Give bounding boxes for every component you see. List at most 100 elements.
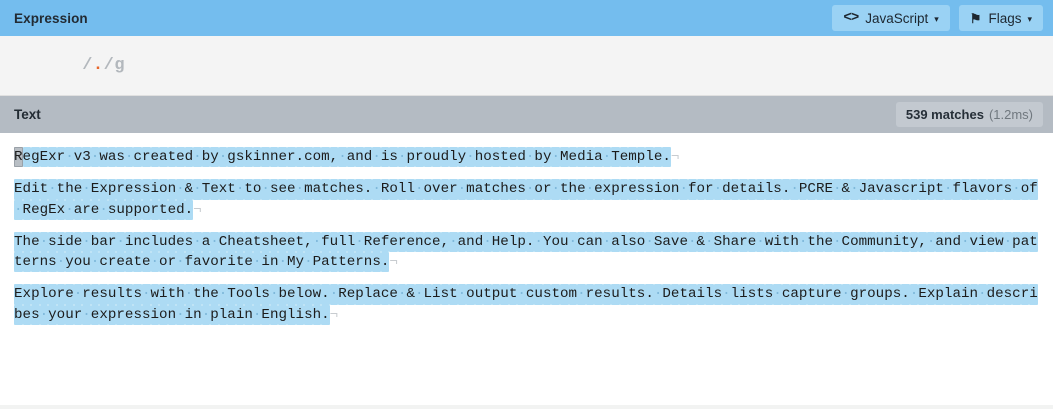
match-char[interactable]: s — [48, 231, 57, 253]
match-char[interactable]: · — [397, 147, 407, 168]
match-char[interactable]: · — [551, 179, 560, 200]
match-char[interactable]: t — [935, 179, 944, 200]
match-char[interactable]: n — [261, 147, 270, 168]
match-char[interactable]: p — [124, 199, 134, 220]
match-char[interactable]: o — [466, 284, 475, 305]
match-char[interactable]: x — [926, 284, 936, 305]
match-char[interactable]: R — [14, 147, 23, 168]
match-char[interactable]: r — [414, 147, 424, 168]
match-char[interactable]: a — [346, 147, 356, 168]
match-char[interactable]: d — [577, 147, 586, 168]
match-char[interactable]: c — [525, 284, 535, 305]
match-char[interactable]: · — [124, 147, 134, 168]
text-paragraph[interactable]: R​e​g​E​x​r​·​v​3​·​w​a​s​·​c​r​e​a​t​e​… — [14, 147, 1039, 168]
match-char[interactable]: h — [312, 304, 322, 326]
match-char[interactable]: · — [449, 231, 458, 253]
match-char[interactable]: l — [397, 179, 407, 200]
match-char[interactable]: · — [687, 231, 697, 253]
match-char[interactable]: s — [636, 284, 646, 305]
match-char[interactable]: r — [1020, 284, 1030, 305]
text-paragraph[interactable]: T​h​e​·​s​i​d​e​·​b​a​r​·​i​n​c​l​u​d​e​… — [14, 231, 1039, 273]
match-char[interactable]: · — [235, 179, 245, 200]
match-char[interactable]: · — [65, 199, 74, 220]
match-char[interactable]: · — [833, 231, 842, 253]
match-char[interactable]: o — [986, 179, 996, 200]
match-char[interactable]: , — [304, 231, 313, 253]
match-char[interactable]: · — [329, 284, 339, 305]
match-char[interactable]: t — [252, 231, 262, 253]
match-char[interactable]: l — [619, 284, 629, 305]
match-char[interactable]: & — [184, 179, 194, 200]
match-char[interactable]: h — [338, 179, 347, 200]
match-char[interactable]: g — [39, 199, 49, 220]
match-char[interactable]: J — [858, 179, 868, 200]
match-char[interactable]: r — [107, 231, 117, 253]
match-char[interactable]: P — [312, 252, 322, 273]
match-char[interactable]: S — [713, 231, 723, 253]
match-char[interactable]: p — [31, 284, 40, 305]
match-char[interactable]: e — [432, 231, 441, 253]
match-char[interactable]: h — [201, 284, 211, 305]
match-char[interactable]: s — [747, 284, 757, 305]
match-char[interactable]: a — [193, 252, 202, 273]
match-char[interactable]: · — [457, 284, 467, 305]
match-char[interactable]: a — [687, 284, 697, 305]
match-char[interactable]: · — [210, 231, 219, 253]
match-char[interactable]: w — [312, 284, 322, 305]
match-char[interactable]: n — [355, 147, 364, 168]
match-char[interactable]: · — [99, 199, 108, 220]
match-char[interactable]: a — [585, 231, 595, 253]
match-char[interactable]: e — [508, 179, 518, 200]
text-editor-area[interactable]: R​e​g​E​x​r​·​v​3​·​w​a​s​·​c​r​e​a​t​e​… — [0, 133, 1053, 405]
match-char[interactable]: g — [227, 147, 236, 168]
match-char[interactable]: t — [679, 284, 688, 305]
match-char[interactable]: v — [969, 231, 979, 253]
match-char[interactable]: a — [1020, 231, 1030, 253]
match-char[interactable]: e — [73, 231, 83, 253]
match-char[interactable]: · — [141, 284, 151, 305]
match-char[interactable]: a — [73, 199, 83, 220]
match-char[interactable]: l — [508, 231, 518, 253]
match-char[interactable]: n — [269, 304, 279, 326]
match-char[interactable]: s — [440, 284, 450, 305]
match-char[interactable]: g — [278, 304, 287, 326]
match-char[interactable]: i — [653, 179, 663, 200]
match-char[interactable]: · — [525, 147, 535, 168]
match-char[interactable]: · — [457, 179, 467, 200]
match-char[interactable]: e — [278, 147, 287, 168]
match-char[interactable]: m — [858, 231, 868, 253]
match-char[interactable]: r — [167, 252, 177, 273]
match-char[interactable]: · — [338, 147, 347, 168]
match-char[interactable]: b — [201, 147, 211, 168]
match-char[interactable]: s — [355, 179, 364, 200]
match-char[interactable]: f — [184, 252, 194, 273]
match-char[interactable]: · — [525, 179, 535, 200]
match-char[interactable]: e — [287, 231, 296, 253]
match-char[interactable]: · — [372, 179, 381, 200]
match-char[interactable]: s — [107, 199, 117, 220]
match-char[interactable]: i — [56, 231, 66, 253]
match-char[interactable]: t — [167, 284, 177, 305]
match-char[interactable]: s — [1003, 179, 1013, 200]
match-char[interactable]: n — [269, 147, 279, 168]
match-char[interactable]: · — [645, 231, 654, 253]
match-char[interactable]: & — [406, 284, 415, 305]
match-char[interactable]: r — [449, 179, 458, 200]
match-char[interactable]: i — [918, 179, 927, 200]
match-char[interactable]: c — [577, 231, 586, 253]
match-char[interactable]: a — [867, 179, 876, 200]
match-char[interactable]: e — [824, 231, 833, 253]
match-char[interactable]: r — [116, 304, 125, 326]
match-char[interactable]: s — [141, 304, 151, 326]
match-char[interactable]: · — [218, 147, 228, 168]
match-char[interactable]: l — [619, 231, 629, 253]
match-char[interactable]: s — [389, 147, 398, 168]
match-char[interactable]: · — [705, 231, 714, 253]
match-char[interactable]: · — [798, 231, 808, 253]
match-char[interactable]: v — [670, 231, 680, 253]
match-char[interactable]: o — [850, 231, 859, 253]
match-char[interactable]: t — [321, 179, 330, 200]
match-char[interactable]: T — [227, 284, 236, 305]
match-char[interactable]: s — [133, 179, 142, 200]
match-char[interactable]: x — [99, 179, 108, 200]
